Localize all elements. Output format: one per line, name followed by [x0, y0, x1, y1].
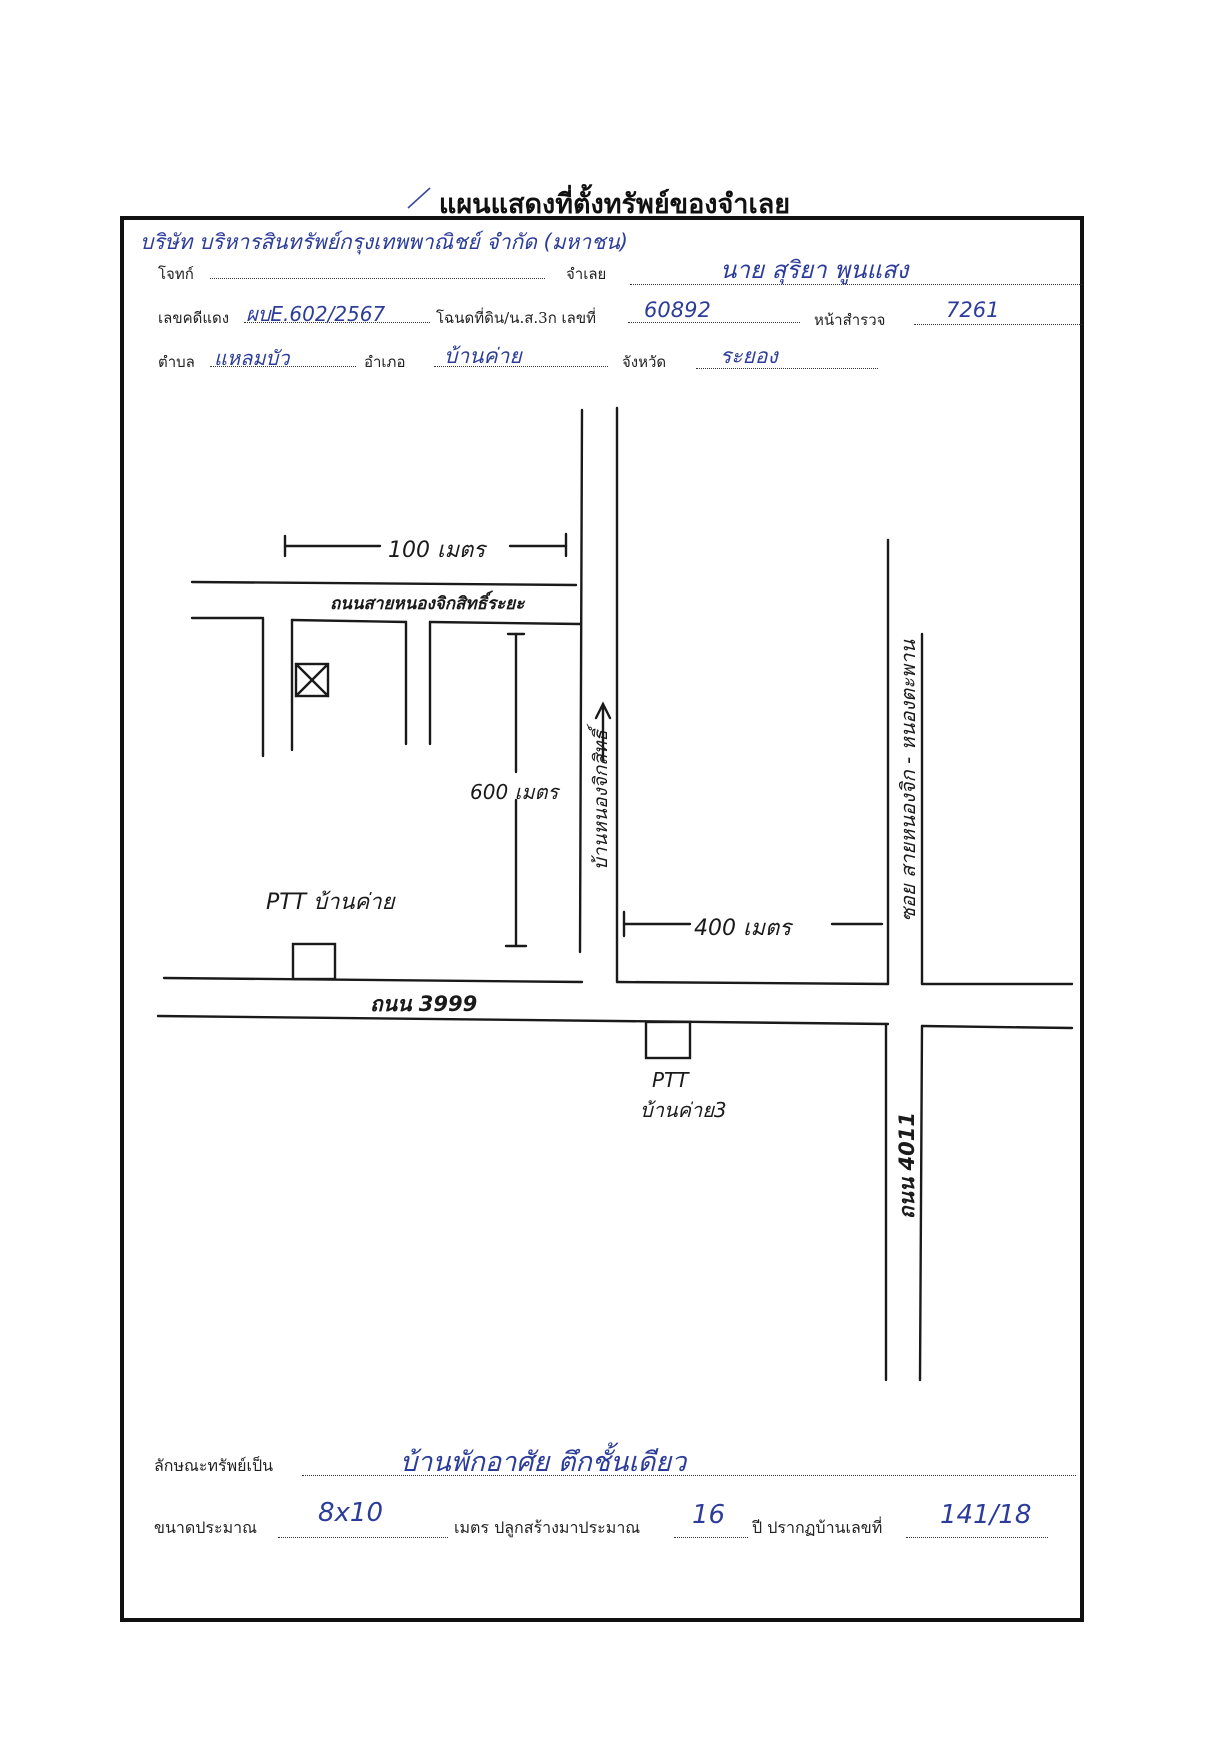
dist-400-label: 400 เมตร: [694, 916, 792, 941]
subdistrict-dotted-line: [210, 366, 356, 367]
ptt-bottom-label-2: บ้านค่าย3: [640, 1098, 727, 1122]
road-main-label: ถนน 3999: [370, 992, 478, 1016]
dist-600-label: 600 เมตร: [470, 780, 559, 804]
years-dotted-line: [674, 1537, 748, 1538]
subdistrict-label: ตำบล: [158, 353, 195, 371]
unit-label: เมตร ปลูกสร้างมาประมาณ: [454, 1518, 641, 1537]
province-label: จังหวัด: [622, 353, 667, 371]
defendant-value: นาย สุริยา พูนแสง: [720, 256, 909, 284]
road-vertical-label: บ้านหนองจิกสิทธิ์: [590, 730, 612, 871]
document-title: แผนแสดงที่ตั้งทรัพย์ของจำเลย: [438, 189, 791, 220]
subdistrict-value: แหลมบัว: [214, 346, 290, 370]
house-no-value: 141/18: [940, 1500, 1032, 1530]
case-no-dotted-line: [244, 322, 430, 323]
plaintiff-dotted-line: [210, 278, 545, 279]
size-label: ขนาดประมาณ: [154, 1518, 257, 1537]
road-right-label: ซอย สายหนองจิก - หนองตะพาน: [896, 640, 920, 922]
property-type-value: บ้านพักอาศัย ตึกชั้นเดียว: [400, 1447, 687, 1478]
house-no-dotted-line: [906, 1537, 1048, 1538]
province-dotted-line: [696, 368, 878, 369]
property-type-label: ลักษณะทรัพย์เป็น: [154, 1456, 274, 1475]
document-frame: [120, 216, 1084, 1622]
district-value: บ้านค่าย: [444, 344, 522, 368]
district-label: อำเภอ: [364, 353, 406, 371]
ptt-bottom-label-1: PTT: [652, 1068, 689, 1092]
case-no-label: เลขคดีแดง: [158, 309, 230, 327]
ptt-left-label: PTT บ้านค่าย: [266, 890, 395, 915]
deed-label: โฉนดที่ดิน/น.ส.3ก เลขที่: [436, 309, 597, 327]
size-dotted-line: [278, 1537, 448, 1538]
survey-label: หน้าสำรวจ: [814, 311, 886, 329]
plaintiff-label: โจทก์: [158, 265, 194, 283]
property-type-dotted-line: [302, 1475, 1076, 1476]
years-value: 16: [692, 1500, 726, 1530]
province-value: ระยอง: [720, 344, 778, 368]
road-4011-label: ถนน 4011: [895, 1112, 919, 1220]
plaintiff-value: บริษัท บริหารสินทรัพย์กรุงเทพพาณิชย์ จำก…: [140, 230, 628, 254]
defendant-dotted-line: [630, 284, 1082, 285]
road-top-label: ถนนสายหนองจิกสิทธิ์ระยะ: [330, 594, 525, 614]
district-dotted-line: [434, 366, 608, 367]
survey-dotted-line: [914, 324, 1082, 325]
defendant-label: จำเลย: [566, 265, 607, 283]
case-no-value: ผบE.602/2567: [246, 302, 386, 326]
deed-dotted-line: [628, 322, 800, 323]
dist-top-label: 100 เมตร: [388, 538, 486, 563]
house-no-label: ปี ปรากฏบ้านเลขที่: [752, 1518, 883, 1537]
size-value: 8x10: [318, 1498, 384, 1528]
survey-value: 7261: [946, 298, 1000, 322]
deed-value: 60892: [644, 298, 711, 322]
